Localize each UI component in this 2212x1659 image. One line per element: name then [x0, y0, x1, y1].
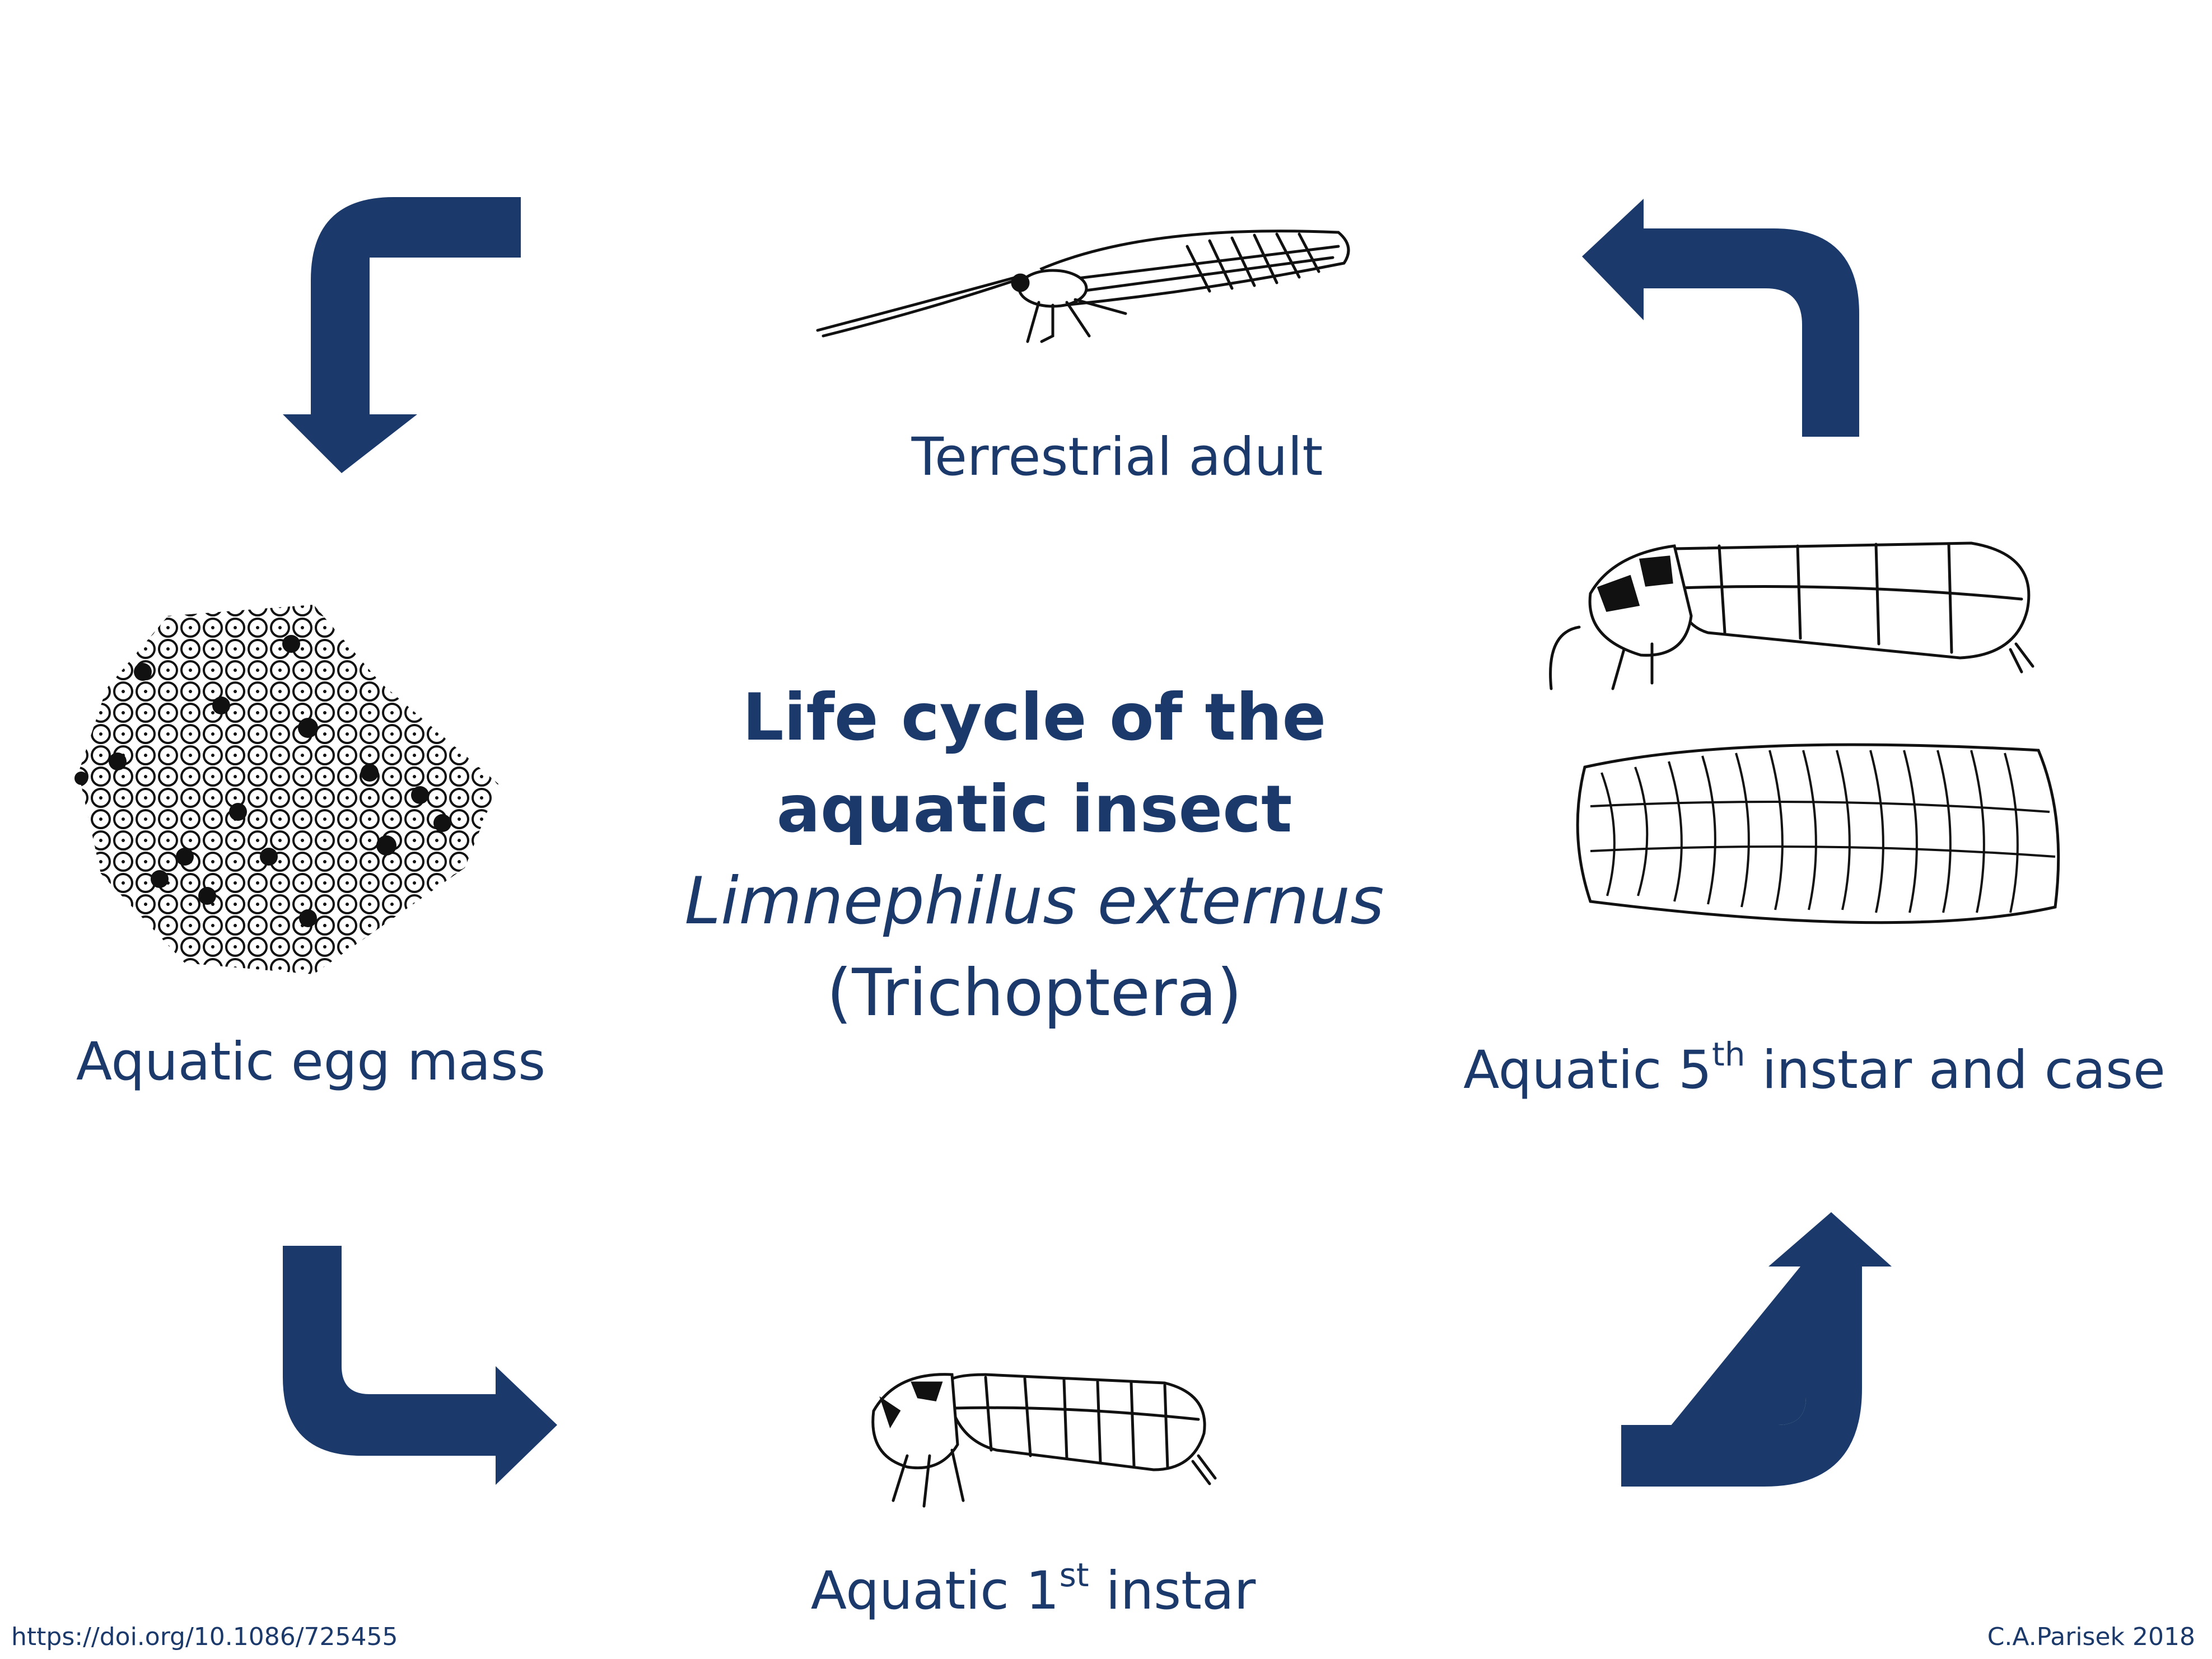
first-instar-sup: st: [1059, 1556, 1089, 1594]
title-line-2: aquatic insect: [776, 772, 1292, 847]
diagram-title: Life cycle of the aquatic insect Limneph…: [614, 672, 1454, 1039]
title-order: (Trichoptera): [827, 955, 1242, 1031]
first-instar-suffix: instar: [1089, 1560, 1256, 1621]
title-line-1: Life cycle of the: [742, 680, 1327, 755]
doi-link[interactable]: https://doi.org/10.1086/725455: [11, 1623, 398, 1651]
title-species: Limnephilus externus: [684, 863, 1384, 939]
first-instar-prefix: Aquatic 1: [810, 1560, 1060, 1621]
fifth-instar-suffix: instar and case: [1745, 1040, 2166, 1101]
label-aquatic-first-instar: Aquatic 1st instar: [811, 1559, 1256, 1618]
label-aquatic-egg-mass: Aquatic egg mass: [76, 1031, 546, 1092]
label-aquatic-fifth-instar: Aquatic 5th instar and case: [1463, 1038, 2166, 1097]
label-terrestrial-adult: Terrestrial adult: [911, 427, 1323, 488]
author-credit: C.A.Parisek 2018: [1987, 1623, 2195, 1651]
fifth-instar-prefix: Aquatic 5: [1463, 1040, 1712, 1101]
fifth-instar-sup: th: [1711, 1035, 1746, 1073]
